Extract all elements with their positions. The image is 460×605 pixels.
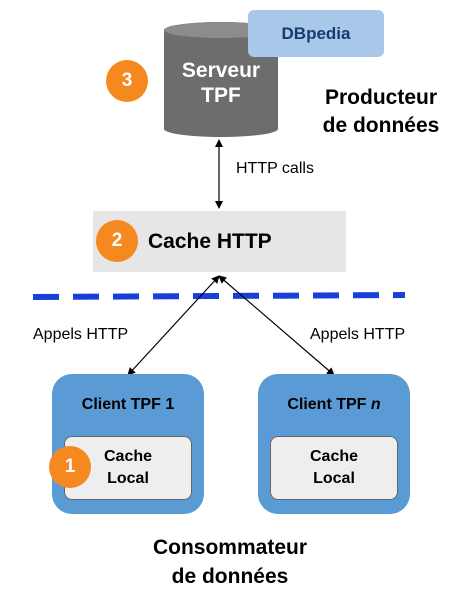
client-tpf-n: Client TPF n Cache Local bbox=[258, 374, 410, 514]
dbpedia-box: DBpedia bbox=[248, 10, 384, 57]
server-label: Serveur TPF bbox=[164, 58, 278, 108]
consumer-line1: Consommateur bbox=[152, 536, 308, 559]
step-badge-3: 3 bbox=[106, 60, 148, 102]
appels-http-right-label: Appels HTTP bbox=[310, 326, 406, 343]
producer-line2: de données bbox=[322, 114, 440, 137]
server-label-line2: TPF bbox=[201, 84, 241, 107]
appels-http-left-label: Appels HTTP bbox=[33, 326, 129, 343]
dbpedia-label: DBpedia bbox=[281, 23, 351, 43]
client-n-local-cache: Cache Local bbox=[270, 436, 398, 500]
client-n-cache-line1: Cache bbox=[309, 448, 359, 465]
separator-line bbox=[32, 292, 406, 300]
step-badge-2: 2 bbox=[96, 220, 138, 262]
client-1-local-cache: Cache Local bbox=[64, 436, 192, 500]
producer-caption: Producteur de données bbox=[306, 84, 456, 140]
client-n-title: Client TPF n bbox=[258, 396, 410, 414]
client-tpf-1: Client TPF 1 Cache Local bbox=[52, 374, 204, 514]
consumer-caption: Consommateur de données bbox=[110, 533, 350, 591]
client-1-cache-line2: Local bbox=[107, 470, 149, 487]
http-cache-box: 2 Cache HTTP bbox=[93, 211, 346, 272]
client-n-cache-line2: Local bbox=[313, 470, 355, 487]
producer-line1: Producteur bbox=[324, 86, 437, 109]
arrow-cache-clientn bbox=[218, 275, 335, 376]
client-1-cache-line1: Cache bbox=[103, 448, 153, 465]
client-1-title: Client TPF 1 bbox=[81, 396, 175, 413]
step-badge-1: 1 bbox=[49, 446, 91, 488]
consumer-line2: de données bbox=[171, 565, 289, 588]
client-n-title-prefix: Client TPF bbox=[287, 396, 371, 413]
client-n-title-italic: n bbox=[370, 396, 381, 413]
http-cache-label: Cache HTTP bbox=[148, 229, 272, 253]
server-label-line1: Serveur bbox=[181, 59, 261, 82]
arrow-cache-client1 bbox=[127, 275, 220, 376]
http-calls-label: HTTP calls bbox=[236, 160, 314, 177]
